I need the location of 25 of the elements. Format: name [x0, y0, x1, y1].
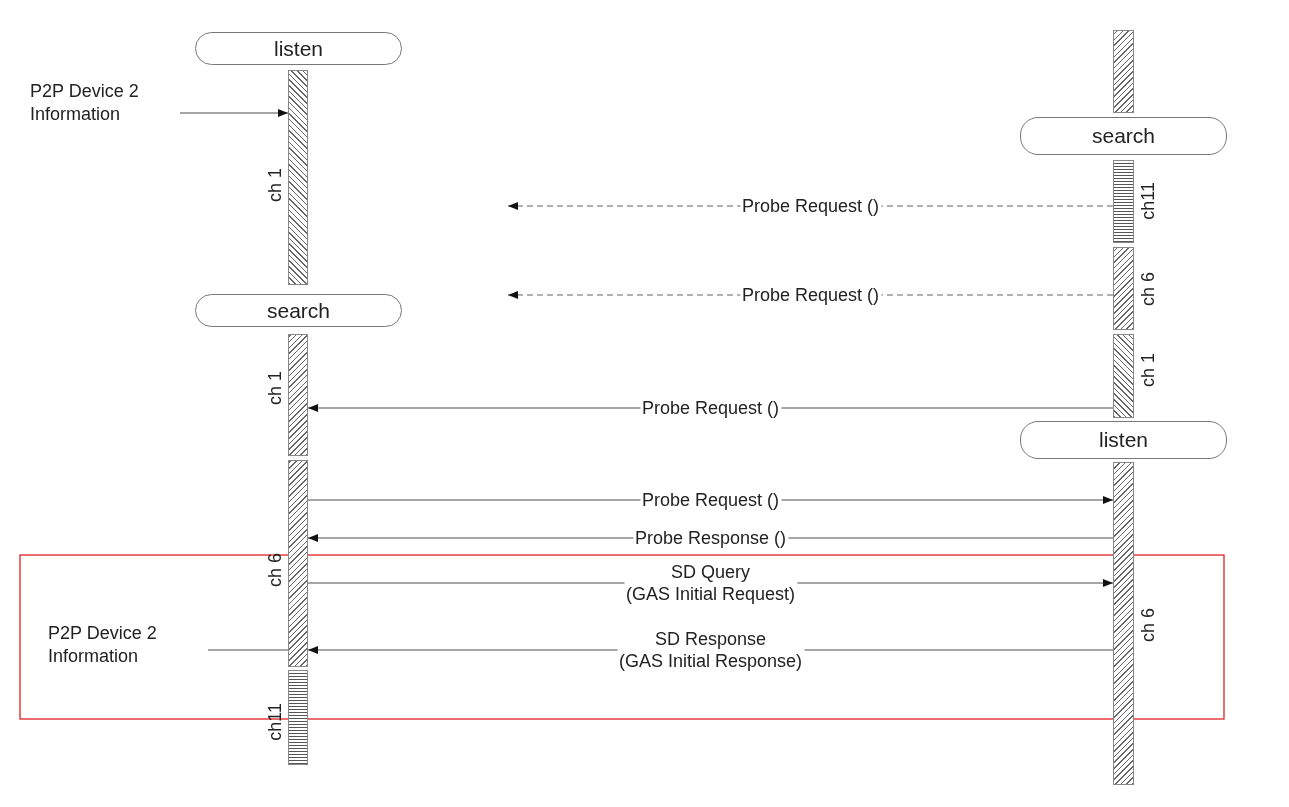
channel-label: ch 1 [265, 168, 285, 202]
state-pill: listen [195, 32, 402, 65]
activation-bar [288, 334, 308, 456]
channel-label: ch 6 [265, 553, 285, 587]
activation-bar [288, 70, 308, 285]
message-arrow [179, 109, 289, 117]
activation-bar [1113, 247, 1134, 330]
channel-label: ch 1 [265, 371, 285, 405]
activation-bar [1113, 334, 1134, 418]
connector-line [207, 649, 289, 651]
activation-bar [1113, 30, 1134, 113]
channel-label: ch 6 [1138, 272, 1158, 306]
activation-bar [1113, 462, 1134, 785]
note-text: P2P Device 2 Information [48, 622, 208, 672]
activation-bar [288, 670, 308, 765]
channel-label: ch11 [1138, 182, 1158, 220]
channel-label: ch 1 [1138, 353, 1158, 387]
state-pill: listen [1020, 421, 1227, 459]
state-pill: search [1020, 117, 1227, 155]
note-text: P2P Device 2 Information [30, 80, 180, 130]
channel-label: ch 6 [1138, 608, 1158, 642]
activation-bar [288, 460, 308, 667]
channel-label: ch11 [265, 703, 285, 741]
state-pill: search [195, 294, 402, 327]
activation-bar [1113, 160, 1134, 243]
